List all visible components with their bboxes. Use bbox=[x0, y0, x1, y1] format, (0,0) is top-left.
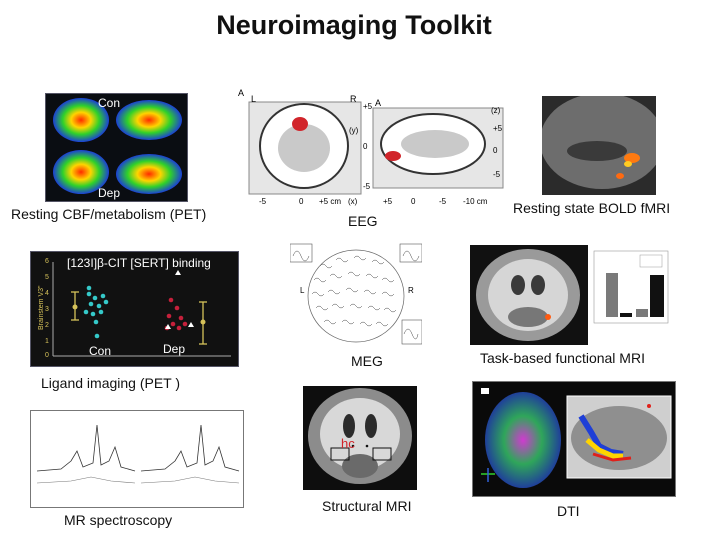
ligand-ytick-5: 5 bbox=[45, 274, 49, 281]
ligand-ytick-2: 2 bbox=[45, 322, 49, 329]
task-fmri-image bbox=[470, 245, 670, 345]
eeg-corner-a: A bbox=[238, 88, 245, 98]
ligand-ytick-4: 4 bbox=[45, 290, 49, 297]
ligand-ylabel: Brainstem V3" bbox=[38, 285, 45, 330]
structural-mri-image: hc bbox=[303, 386, 417, 490]
eeg-x-right-0: +5 bbox=[383, 197, 393, 206]
eeg-image: A L R A (y) (z) +5 0 -5 +5 0 -5 -5 0 +5 … bbox=[235, 86, 507, 210]
meg-image: L R bbox=[290, 242, 422, 345]
eeg-x-left-1: 0 bbox=[299, 197, 304, 206]
ligand-label-con: Con bbox=[89, 344, 112, 358]
meg-right-mark: R bbox=[408, 286, 414, 295]
page-title: Neuroimaging Toolkit bbox=[216, 10, 492, 40]
dti-caption: DTI bbox=[557, 503, 580, 519]
eeg-z-label: (z) bbox=[491, 106, 501, 115]
mrs-caption: MR spectroscopy bbox=[64, 512, 173, 528]
eeg-x-right-3: -10 cm bbox=[463, 197, 488, 206]
structural-brain-slice bbox=[308, 388, 412, 484]
eeg-axis-right-0: +5 bbox=[493, 124, 503, 133]
eeg-x-left-0: -5 bbox=[259, 197, 267, 206]
bold-brain-slice bbox=[542, 96, 656, 195]
ligand-caption: Ligand imaging (PET ) bbox=[41, 375, 181, 391]
ligand-label-dep: Dep bbox=[163, 342, 186, 356]
structural-hc-label: hc bbox=[341, 436, 355, 451]
eeg-axis-left-1: 0 bbox=[363, 142, 368, 151]
ligand-chart: Brainstem V3" 6 5 4 3 2 1 0 [123I]β-CIT … bbox=[30, 251, 239, 367]
eeg-axis-left-0: +5 bbox=[363, 102, 373, 111]
eeg-corner-l: L bbox=[251, 94, 257, 104]
ligand-ytick-0: 0 bbox=[45, 352, 49, 359]
eeg-x-left-2: +5 cm bbox=[319, 197, 342, 206]
eeg-corner-a2: A bbox=[375, 98, 382, 108]
dti-image bbox=[472, 381, 676, 497]
ligand-ytick-1: 1 bbox=[45, 338, 49, 345]
dti-tractography bbox=[481, 388, 672, 488]
pet-cbf-caption: Resting CBF/metabolism (PET) bbox=[11, 206, 207, 222]
ligand-scatter bbox=[52, 262, 231, 357]
structural-mri-caption: Structural MRI bbox=[322, 498, 412, 514]
ligand-ytick-3: 3 bbox=[45, 306, 49, 313]
pet-label-dep: Dep bbox=[98, 186, 121, 200]
mrs-spectra bbox=[36, 424, 240, 484]
pet-cbf-image: Con Dep bbox=[45, 93, 188, 202]
bold-fmri-image bbox=[542, 96, 656, 195]
eeg-y-label: (y) bbox=[349, 126, 359, 135]
eeg-x-left-3: (x) bbox=[348, 197, 358, 206]
ligand-header: [123I]β-CIT [SERT] binding bbox=[67, 256, 211, 270]
eeg-x-right-2: -5 bbox=[439, 197, 447, 206]
bold-fmri-caption: Resting state BOLD fMRI bbox=[513, 200, 671, 216]
task-fmri-brain-and-bars bbox=[470, 245, 669, 345]
eeg-caption: EEG bbox=[348, 213, 378, 229]
ligand-ytick-6: 6 bbox=[45, 258, 49, 265]
eeg-x-right-1: 0 bbox=[411, 197, 416, 206]
meg-sensor-map bbox=[290, 243, 422, 345]
pet-brain-scans bbox=[53, 98, 182, 194]
eeg-axis-left-2: -5 bbox=[363, 182, 371, 191]
mrs-image bbox=[30, 410, 244, 508]
pet-label-con: Con bbox=[98, 96, 121, 110]
eeg-corner-r: R bbox=[350, 94, 357, 104]
task-fmri-caption: Task-based functional MRI bbox=[480, 350, 645, 366]
eeg-brain-maps bbox=[248, 101, 504, 195]
eeg-axis-right-2: -5 bbox=[493, 170, 501, 179]
meg-caption: MEG bbox=[351, 353, 383, 369]
meg-left-mark: L bbox=[300, 286, 305, 295]
eeg-axis-right-1: 0 bbox=[493, 146, 498, 155]
